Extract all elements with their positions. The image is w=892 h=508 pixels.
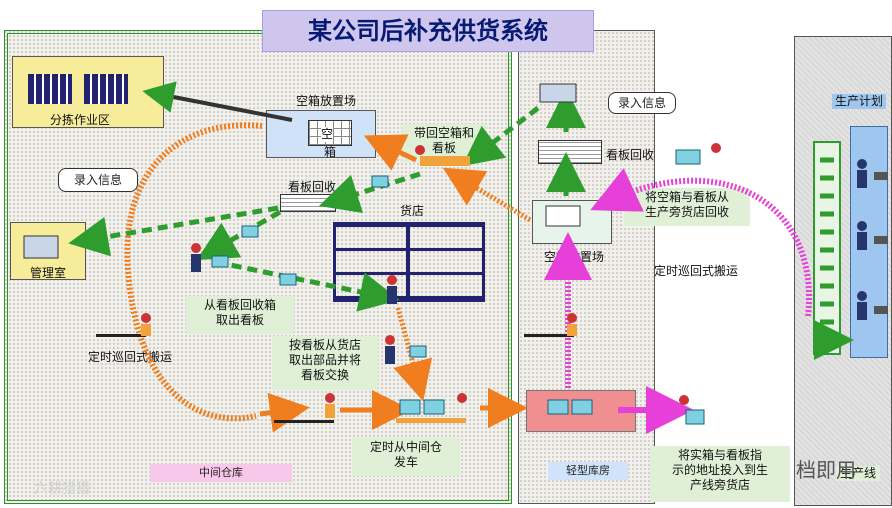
label-depart: 定时从中间仓 发车 [352,438,460,476]
orange-loop-left [124,122,263,422]
watermark-left: 六耕猎猎 [34,481,90,497]
orange-arrow-return [442,167,532,223]
label-recycle-from-line: 将空箱与看板从 生产旁货店回收 [624,188,750,226]
shelf-grid-2 [84,74,128,104]
orange-arrow-depart-1 [259,392,310,433]
dark-arrow-sorting [142,81,293,122]
pink-arc-right [590,168,812,317]
input-info-bubble-left: 录入信息 [58,168,138,192]
orange-arrow-to-empty [363,134,418,171]
management-label: 管理室 [30,266,67,280]
shelf-grid-1 [28,74,72,104]
empty-box-char: 空 [321,127,334,142]
label-deliver-to-line: 将实箱与看板指 示的地址投入到生 产线旁货店 [650,446,790,502]
mid-warehouse-label: 中间仓库 [150,464,292,482]
input-info-bubble-right: 录入信息 [608,92,676,114]
green-flow-3 [68,205,279,257]
green-flow-1 [462,106,540,167]
production-line-label: 生产线 [836,466,881,481]
store-label: 货店 [400,204,425,218]
light-warehouse-label: 轻型库房 [548,462,628,480]
sorting-area-label: 分拣作业区 [50,113,111,127]
production-line-arrows [814,141,840,354]
empty-box-area-left-label: 空箱放置场 [296,94,357,108]
green-flow-2 [318,171,421,214]
label-take-kanban: 从看板回收箱 取出看板 [186,296,294,334]
kanban-cards [211,175,427,358]
page-title: 某公司后补充供货系统 [262,10,594,52]
watermark-right: 档即用 [796,458,856,482]
label-loop-right: 定时巡回式搬运 [654,264,739,278]
green-flow-5 [215,259,400,312]
store-shelf-divider [406,222,410,302]
orange-arrow-store-down [393,307,433,402]
carts [23,83,721,425]
box-char: 箱 [324,145,337,159]
production-plan-label: 生产计划 [832,94,887,109]
label-exchange: 按看板从货店 取出部品并将 看板交换 [272,336,378,390]
line-workers [857,159,888,320]
kanban-recycle-right-label: 看板回收 [606,148,655,162]
workers [191,243,397,364]
